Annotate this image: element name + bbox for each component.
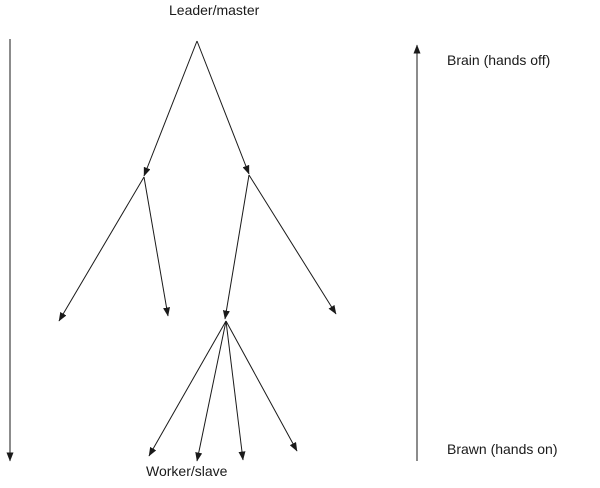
arrow-edges-group <box>6 39 421 462</box>
arrow-edge <box>148 320 227 457</box>
arrow-edge <box>225 320 246 461</box>
brain-hands-off-label: Brain (hands off) <box>447 52 551 68</box>
arrow-edge <box>58 176 145 322</box>
arrow-edge <box>196 40 250 175</box>
leader-master-label: Leader/master <box>169 2 260 18</box>
arrow-edge <box>143 176 171 317</box>
brawn-hands-on-label: Brawn (hands on) <box>447 441 558 457</box>
arrow-edge <box>222 174 250 320</box>
arrow-edge <box>143 40 198 177</box>
arrow-edge <box>225 320 298 452</box>
arrow-edge <box>195 320 227 462</box>
arrow-edge <box>248 174 337 315</box>
worker-slave-label: Worker/slave <box>146 463 228 479</box>
